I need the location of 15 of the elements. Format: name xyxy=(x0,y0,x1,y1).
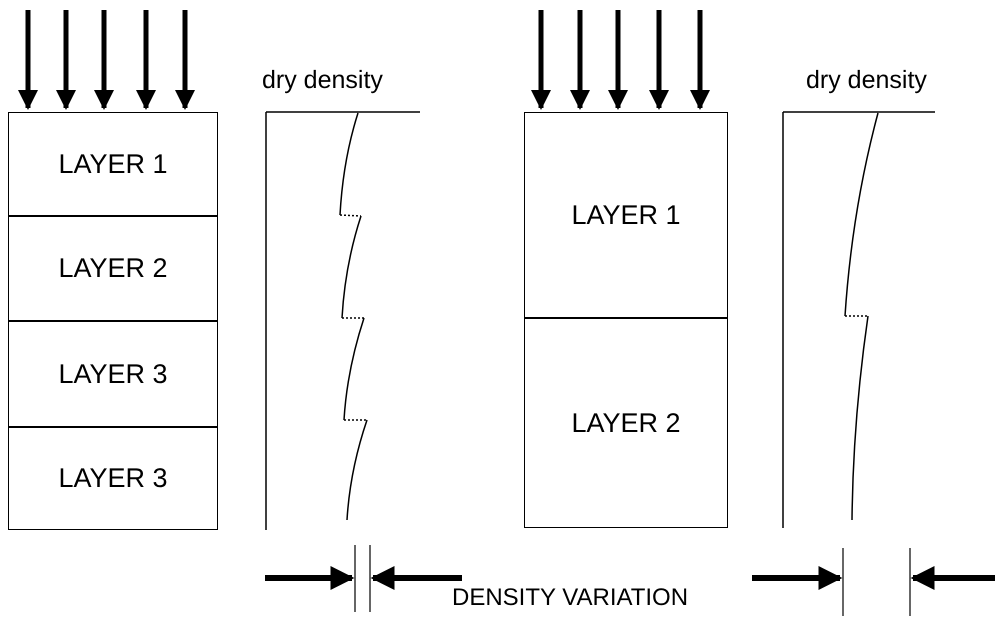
layer-box xyxy=(8,321,218,427)
axis-label: dry density xyxy=(806,65,927,96)
dimension-label: DENSITY VARIATION xyxy=(452,583,688,613)
layer-label: LAYER 2 xyxy=(571,406,681,440)
layer-label: LAYER 2 xyxy=(58,252,168,286)
layer-label: LAYER 3 xyxy=(58,462,168,496)
layer-label: LAYER 3 xyxy=(58,358,168,391)
layer-label: LAYER 1 xyxy=(571,198,681,232)
layer-box xyxy=(8,112,218,216)
layer-box xyxy=(8,216,218,321)
axis-label: dry density xyxy=(262,65,383,96)
layer-box xyxy=(524,112,728,318)
layer-label: LAYER 1 xyxy=(58,148,168,181)
layer-box xyxy=(8,427,218,530)
layer-box xyxy=(524,318,728,528)
